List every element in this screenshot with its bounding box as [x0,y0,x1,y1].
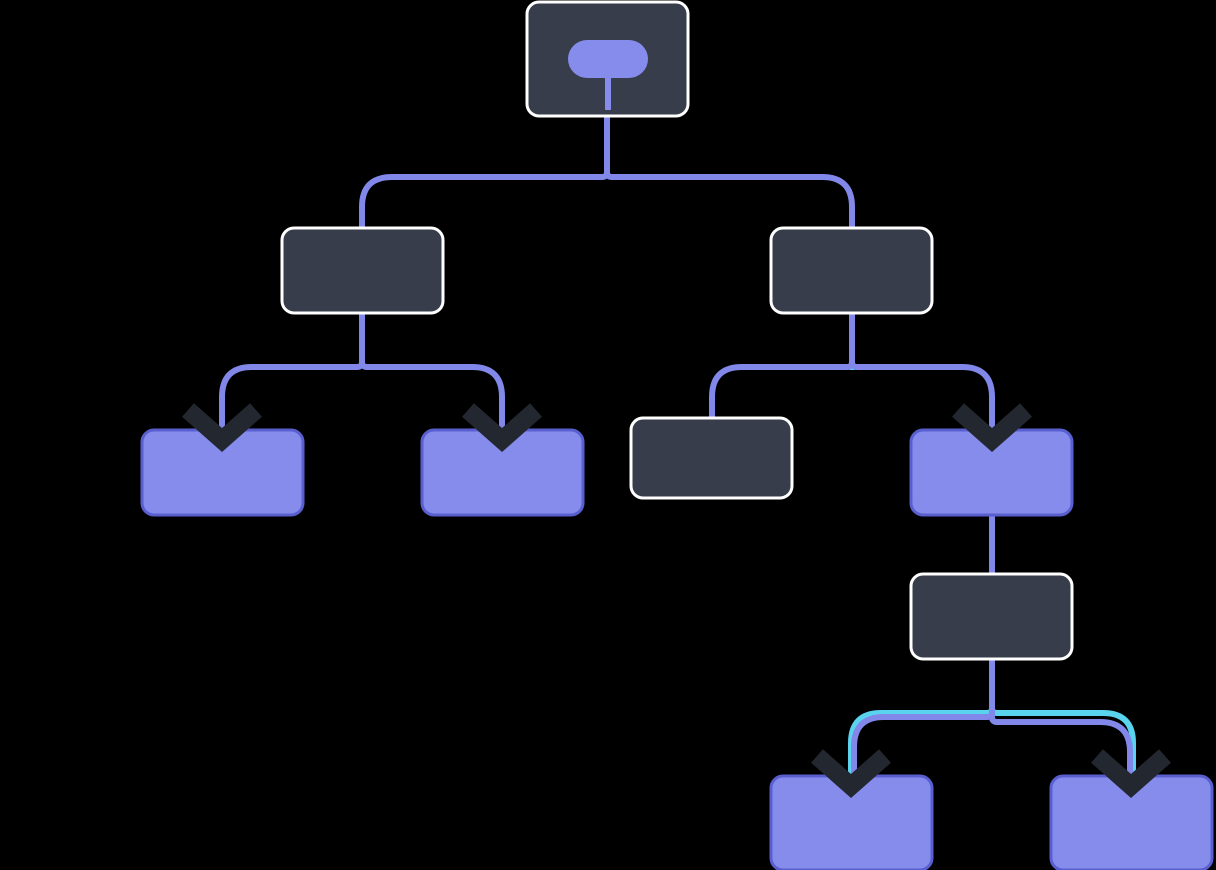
edge-layer [219,110,1133,794]
level1-right-node-body [769,226,934,315]
arrowhead-branch-icon [952,403,1032,453]
edge-level3-to-leaf-b[interactable] [989,596,1133,794]
level1-left-node[interactable] [280,226,445,315]
arrowhead-leaf-d-icon [1091,749,1171,799]
level2-dark-node[interactable] [629,416,794,500]
level1-right-node[interactable] [769,226,934,315]
edge-root-to-level1-right[interactable] [604,110,855,330]
level3-dark-node[interactable] [909,572,1074,661]
arrowhead-layer [182,403,1171,799]
level1-left-node-body [280,226,445,315]
node-layer [140,0,1214,870]
level2-dark-node-body [629,416,794,500]
arrowhead-leaf-c-icon [811,749,891,799]
arrowhead-leaf-a-icon [182,403,262,453]
level3-dark-node-body [909,572,1074,661]
root-node[interactable] [525,0,690,118]
arrowhead-leaf-b-icon [462,403,542,453]
root-pill-icon [568,40,648,78]
root-pill-stem [605,74,611,110]
edge-level1-right-to-accent-branch[interactable] [849,250,995,448]
edge-level1-left-to-leaf-b[interactable] [359,250,505,448]
